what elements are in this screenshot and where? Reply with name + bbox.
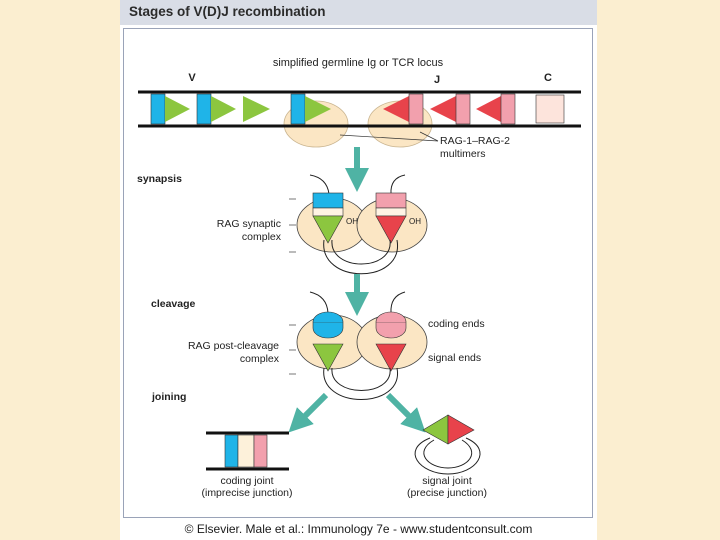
c-segment-label: C xyxy=(544,72,552,84)
postcleavage-label-line2: complex xyxy=(240,353,280,365)
coding-end-v xyxy=(312,321,344,339)
coding-joint-junction xyxy=(237,434,255,468)
synapsis-dna-right-top xyxy=(390,174,406,195)
signal-joint-loop-outer xyxy=(414,437,481,475)
synapsis-loop-outer xyxy=(323,239,398,275)
coding-joint-label-line2: (imprecise junction) xyxy=(201,487,292,499)
j-segment-3 xyxy=(500,93,516,125)
j-rss-2 xyxy=(430,96,456,122)
v-rss-2 xyxy=(211,96,236,122)
coding-end-v-cap xyxy=(312,311,344,323)
v-rss-3 xyxy=(243,96,270,122)
coding-joint-label-line1: coding joint xyxy=(220,475,273,487)
arrow-to-coding-joint xyxy=(288,392,329,433)
j-segment-1 xyxy=(408,93,424,125)
rag-label-line1: RAG-1–RAG-2 xyxy=(440,135,510,147)
j-segment-label: J xyxy=(434,74,440,86)
signal-joint-label-line1: signal joint xyxy=(422,475,472,487)
j-segment-2 xyxy=(455,93,471,125)
locus-label: simplified germline Ig or TCR locus xyxy=(273,57,444,69)
synapsis-dna-left-top xyxy=(309,174,330,195)
signal-joint-label-line2: (precise junction) xyxy=(407,487,487,499)
stage-joining-label: joining xyxy=(151,391,186,403)
rag-leader-left xyxy=(339,134,439,142)
coding-end-j xyxy=(375,321,407,339)
synapsis-j-rss xyxy=(375,215,407,244)
synapsis-j-gap xyxy=(375,207,407,217)
oh-right-label: OH xyxy=(409,217,421,226)
rag-leader-right xyxy=(419,131,439,142)
rag-label-line2: multimers xyxy=(440,148,486,160)
figure-title: Stages of V(D)J recombination xyxy=(129,4,326,19)
cleavage-dna-left-top xyxy=(309,291,329,314)
signal-joint-j-rss xyxy=(447,414,475,445)
synapsis-v-segment xyxy=(312,192,344,209)
synapsis-v-gap xyxy=(312,207,344,217)
v-segment-1 xyxy=(150,93,166,125)
signal-end-v-rss xyxy=(312,343,344,372)
coding-end-j-cap xyxy=(375,311,407,323)
signal-joint-loop-inner xyxy=(423,439,473,469)
synapsis-loop-inner xyxy=(331,239,391,265)
stage-cleavage-label: cleavage xyxy=(151,298,196,310)
coding-joint-v xyxy=(224,434,239,468)
copyright-footer: © Elsevier. Male et al.: Immunology 7e -… xyxy=(184,522,533,536)
signal-ends-label: signal ends xyxy=(428,352,481,364)
v-rss-1 xyxy=(165,96,190,122)
synaptic-label-line1: RAG synaptic xyxy=(217,218,281,230)
arrow-to-signal-joint xyxy=(385,392,426,433)
v-segments xyxy=(150,93,331,125)
j-rss-1 xyxy=(383,96,409,122)
postcleavage-label-line1: RAG post-cleavage xyxy=(188,340,279,352)
v-segment-4 xyxy=(290,93,306,125)
figure-frame xyxy=(123,28,593,518)
j-rss-3 xyxy=(476,96,501,122)
synapsis-j-segment xyxy=(375,192,407,209)
stage-synapsis-label: synapsis xyxy=(137,173,182,185)
cleavage-loop-outer xyxy=(323,367,398,400)
oh-left-label: OH xyxy=(346,217,358,226)
synapsis-v-rss xyxy=(312,215,344,244)
cleavage-dna-right-top xyxy=(390,291,406,314)
title-bar: Stages of V(D)J recombination xyxy=(120,0,597,25)
figure-panel: Stages of V(D)J recombination xyxy=(120,0,597,540)
j-segments xyxy=(383,93,516,125)
coding-ends-label: coding ends xyxy=(428,318,485,330)
coding-joint-j xyxy=(253,434,268,468)
cleavage-loop-inner xyxy=(331,367,391,391)
c-segment xyxy=(535,94,565,124)
synaptic-label-line2: complex xyxy=(242,231,282,243)
signal-end-j-rss xyxy=(375,343,407,372)
v-segment-2 xyxy=(196,93,212,125)
v-segment-label: V xyxy=(188,72,196,84)
v-rss-4 xyxy=(305,96,331,122)
